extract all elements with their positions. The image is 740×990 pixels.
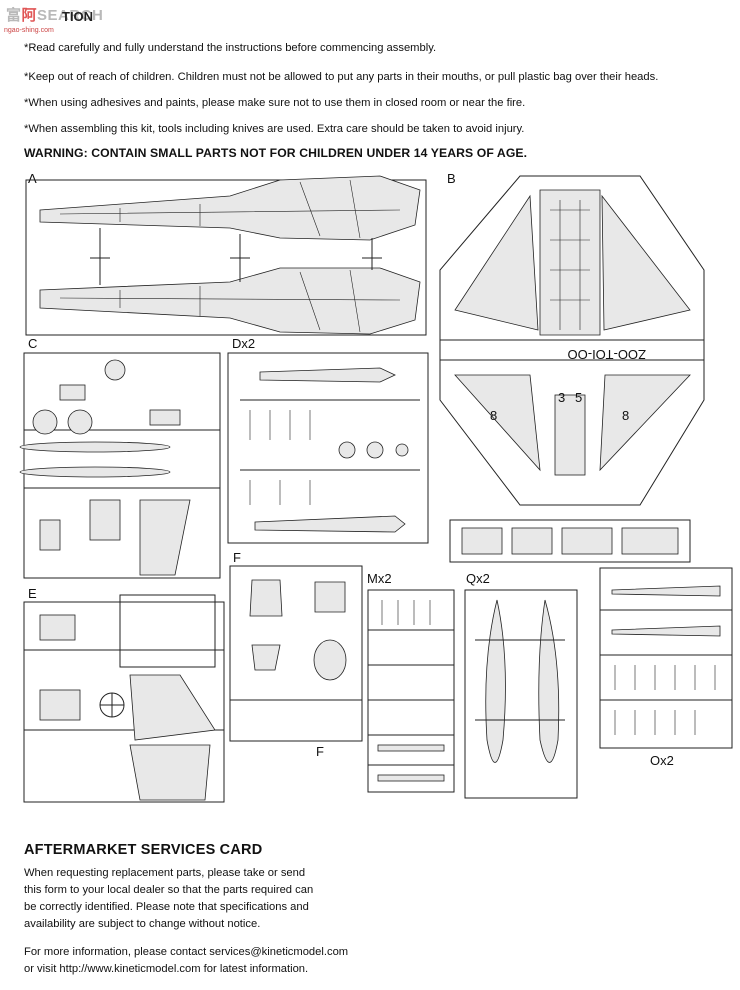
sprue-b-part-5: 5 bbox=[575, 390, 582, 405]
header: 富阿SEARCH ngao-shing.com TION bbox=[0, 0, 740, 34]
sprue-e: E bbox=[23, 586, 225, 803]
sprue-q-frame bbox=[464, 589, 578, 799]
sprue-d-label: Dx2 bbox=[232, 336, 255, 351]
card-text-line-3: be correctly identified. Please note tha… bbox=[24, 901, 309, 913]
watermark-url: ngao-shing.com bbox=[4, 27, 54, 34]
aftermarket-card-title: AFTERMARKET SERVICES CARD bbox=[24, 842, 263, 858]
sprue-m: Mx2 bbox=[367, 571, 455, 793]
sprue-b-part-3: 3 bbox=[558, 390, 565, 405]
sprue-b-bottom-runner bbox=[449, 519, 691, 563]
note-tools: *When assembling this kit, tools includi… bbox=[24, 123, 525, 135]
sprue-f-label: F bbox=[233, 550, 241, 565]
sprue-b-label: B bbox=[447, 171, 456, 186]
sprue-a: A bbox=[25, 171, 427, 336]
sprue-b-code: ZOO-TOI-OO bbox=[568, 347, 646, 362]
sprue-b-number-left: 8 bbox=[490, 408, 497, 423]
sprue-o-frame bbox=[599, 567, 733, 749]
fuselage-half-lower bbox=[39, 267, 421, 335]
sprue-o-label: Ox2 bbox=[650, 753, 674, 768]
contact-line-email: For more information, please contact ser… bbox=[24, 946, 349, 958]
note-children: *Keep out of reach of children. Children… bbox=[24, 71, 659, 83]
sprue-f-small-label: F bbox=[316, 744, 324, 759]
small-parts-warning: WARNING: CONTAIN SMALL PARTS NOT FOR CHI… bbox=[24, 146, 528, 160]
sprue-o: Ox2 bbox=[599, 567, 733, 768]
sprue-e-label: E bbox=[28, 586, 37, 601]
sprue-f: F F bbox=[229, 550, 363, 759]
note-adhesives: *When using adhesives and paints, please… bbox=[24, 97, 526, 109]
fuselage-half-upper bbox=[39, 175, 421, 241]
sprue-q-label: Qx2 bbox=[466, 571, 490, 586]
sprue-q: Qx2 bbox=[464, 571, 578, 799]
sprue-e-frame bbox=[23, 601, 225, 803]
card-text-line-4: availability are subject to change witho… bbox=[24, 918, 261, 930]
sprue-a-label: A bbox=[28, 171, 37, 186]
sprue-f-frame bbox=[229, 565, 363, 742]
sprue-m-frame bbox=[367, 589, 455, 793]
caution-heading: TION bbox=[62, 9, 94, 24]
note-read-instructions: *Read carefully and fully understand the… bbox=[24, 42, 437, 54]
contact-line-website: or visit http://www.kineticmodel.com for… bbox=[24, 963, 309, 975]
sprue-a-frame bbox=[25, 179, 427, 336]
sprue-diagram: A B ZOO-TOI-OO 8 8 3 5 C bbox=[19, 171, 733, 803]
sprue-d: Dx2 bbox=[227, 336, 429, 544]
sprue-c: C bbox=[19, 336, 221, 579]
sprue-c-frame bbox=[23, 352, 221, 579]
sprue-c-label: C bbox=[28, 336, 37, 351]
watermark-logo: 富阿SEARCH bbox=[6, 7, 104, 24]
sprue-m-label: Mx2 bbox=[367, 571, 392, 586]
sprue-b: B ZOO-TOI-OO 8 8 3 5 bbox=[439, 171, 705, 563]
card-text-line-2: this form to your local dealer so that t… bbox=[24, 884, 314, 896]
sprue-d-frame bbox=[227, 352, 429, 544]
card-text-line-1: When requesting replacement parts, pleas… bbox=[24, 867, 306, 879]
sprue-b-number-right: 8 bbox=[622, 408, 629, 423]
